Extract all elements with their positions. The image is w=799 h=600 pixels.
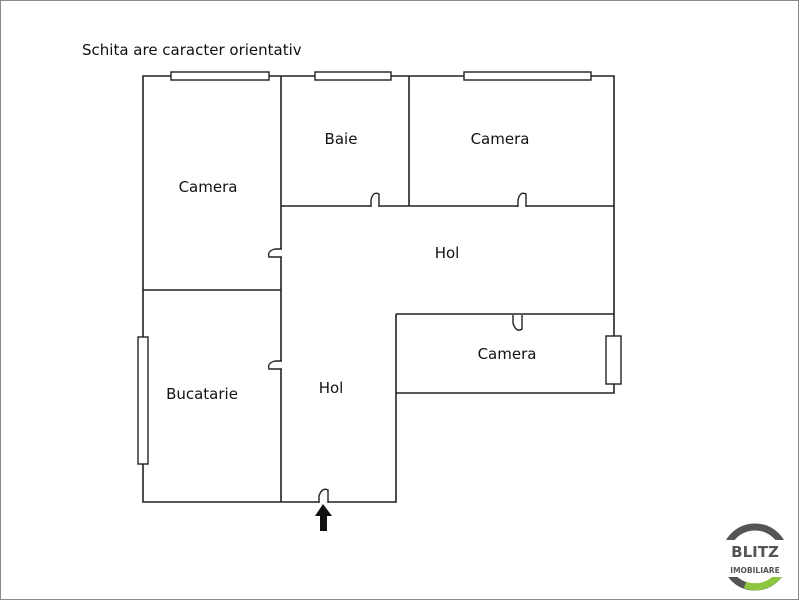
window (170, 71, 270, 81)
window (605, 335, 622, 385)
room-label-hol: Hol (318, 379, 344, 397)
door (318, 488, 329, 503)
room-label-bucatarie: Bucatarie (166, 385, 238, 403)
room-label-camera: Camera (470, 130, 530, 148)
logo-text: BLITZ (731, 543, 779, 561)
door (267, 360, 282, 370)
blitz-logo: BLITZ IMOBILIARE (721, 523, 789, 591)
room-label-camera: Camera (477, 345, 537, 363)
door (512, 315, 523, 331)
door (370, 192, 380, 207)
logo-subtext: IMOBILIARE (730, 566, 779, 575)
door (517, 192, 527, 207)
window (314, 71, 392, 81)
entrance-arrow-icon (315, 504, 332, 531)
disclaimer-note: Schita are caracter orientativ (82, 41, 302, 59)
window (463, 71, 592, 81)
room-label-camera: Camera (178, 178, 238, 196)
room-label-hol: Hol (434, 244, 460, 262)
outer-wall (142, 75, 615, 503)
window (137, 336, 149, 465)
room-label-baie: Baie (324, 130, 358, 148)
door (267, 248, 282, 258)
